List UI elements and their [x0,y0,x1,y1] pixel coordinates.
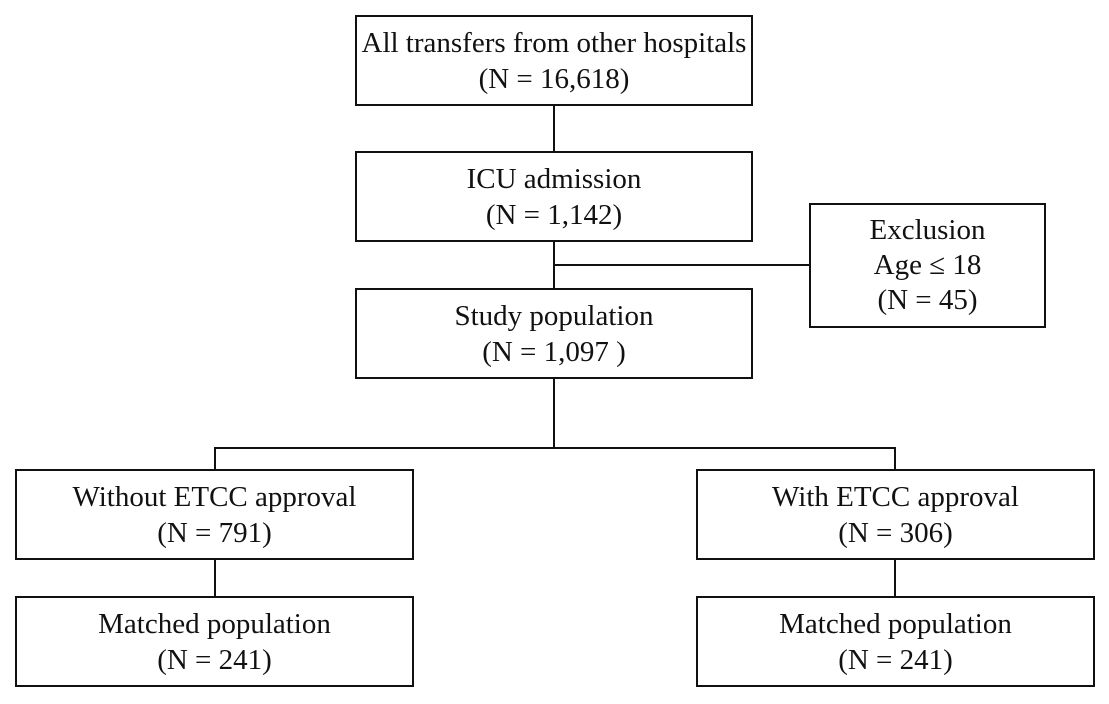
all-transfers-count: (N = 16,618) [478,62,630,95]
matched-with-title: Matched population [779,607,1012,640]
matched-with-count: (N = 241) [838,643,953,676]
connector-with-to-matched [894,559,896,597]
exclusion-criterion: Age ≤ 18 [873,249,982,281]
with-etcc-box: With ETCC approval (N = 306) [696,469,1095,560]
study-population-box: Study population (N = 1,097 ) [355,288,753,379]
connector-branch-left [214,447,216,470]
matched-without-count: (N = 241) [157,643,272,676]
all-transfers-title: All transfers from other hospitals [361,26,747,59]
connector-all-to-icu [553,105,555,152]
matched-without-box: Matched population (N = 241) [15,596,414,687]
with-etcc-title: With ETCC approval [772,480,1019,513]
without-etcc-box: Without ETCC approval (N = 791) [15,469,414,560]
without-etcc-title: Without ETCC approval [72,480,357,513]
without-etcc-count: (N = 791) [157,516,272,549]
connector-study-down [553,378,555,448]
exclusion-box: Exclusion Age ≤ 18 (N = 45) [809,203,1046,328]
study-population-count: (N = 1,097 ) [482,335,626,368]
exclusion-count: (N = 45) [877,284,978,316]
all-transfers-box: All transfers from other hospitals (N = … [355,15,753,106]
icu-admission-title: ICU admission [466,162,642,195]
exclusion-title: Exclusion [869,214,986,246]
connector-to-exclusion [553,264,810,266]
with-etcc-count: (N = 306) [838,516,953,549]
connector-without-to-matched [214,559,216,597]
matched-with-box: Matched population (N = 241) [696,596,1095,687]
icu-admission-count: (N = 1,142) [485,198,623,231]
connector-branch-horizontal [214,447,896,449]
connector-branch-right [894,447,896,470]
icu-admission-box: ICU admission (N = 1,142) [355,151,753,242]
matched-without-title: Matched population [98,607,331,640]
study-population-title: Study population [454,299,654,332]
